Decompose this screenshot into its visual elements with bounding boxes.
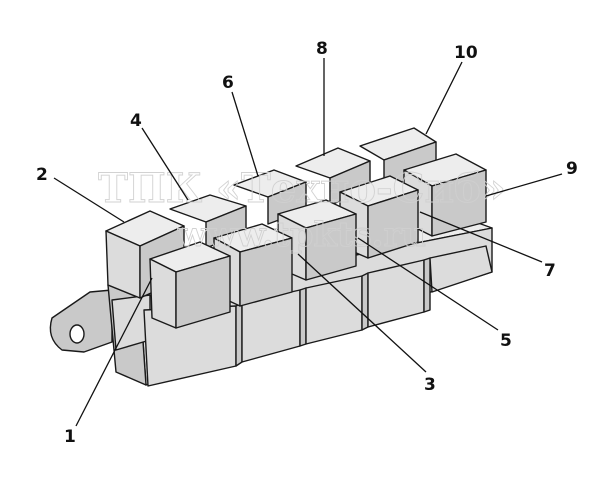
callout-labels: 1 2 3 4 5 6 7 8 9 10 [36, 39, 578, 447]
callout-6: 6 [222, 73, 234, 93]
callout-2: 2 [36, 165, 48, 185]
mounting-bracket [49, 289, 113, 353]
callout-5: 5 [500, 331, 512, 351]
callout-9: 9 [566, 159, 578, 179]
leader-10 [425, 61, 463, 135]
watermark: ТПК «Техно-Сиб» www.tpkts.ru [98, 165, 507, 256]
mounting-hole [69, 324, 85, 344]
watermark-company: ТПК «Техно-Сиб» [98, 165, 506, 212]
leader-4 [141, 127, 189, 201]
leader-lines [53, 58, 563, 427]
leader-2 [53, 177, 125, 223]
leader-3 [297, 253, 427, 373]
callout-3: 3 [424, 375, 436, 395]
leader-7 [419, 211, 543, 263]
callout-4: 4 [130, 111, 142, 131]
leader-9 [485, 173, 563, 197]
callout-1: 1 [64, 427, 76, 447]
callout-7: 7 [544, 261, 556, 281]
leader-6 [231, 91, 259, 177]
watermark-url: www.tpkts.ru [177, 215, 427, 255]
leader-5 [357, 237, 499, 331]
callout-8: 8 [316, 39, 328, 59]
leader-1 [75, 277, 153, 427]
callout-10: 10 [454, 43, 478, 63]
relay-1 [149, 241, 231, 329]
